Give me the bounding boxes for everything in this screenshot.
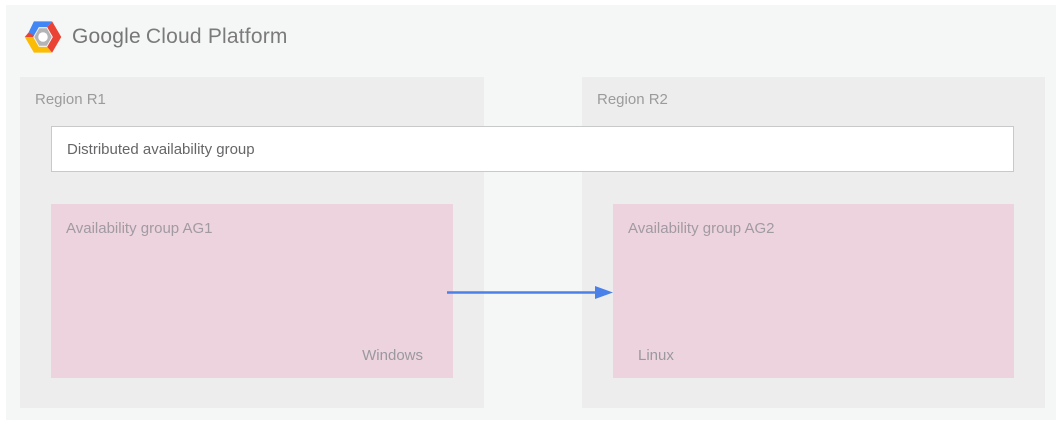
replication-arrow-icon	[447, 286, 613, 299]
region-r2-label: Region R2	[597, 91, 668, 108]
logo-brand-text: Google	[72, 25, 141, 48]
availability-group-ag2-box: Availability group AG2 Linux	[613, 204, 1014, 378]
ag1-os-label: Windows	[362, 347, 423, 364]
region-r1-label: Region R1	[35, 91, 106, 108]
availability-group-ag1-box: Availability group AG1 Windows	[51, 204, 453, 378]
distributed-availability-group-label: Distributed availability group	[67, 140, 255, 158]
availability-group-ag1-label: Availability group AG1	[66, 220, 213, 237]
logo-product-text: Cloud Platform	[145, 25, 288, 48]
distributed-availability-group-box: Distributed availability group	[51, 126, 1014, 172]
gcp-logo-icon	[24, 21, 62, 53]
availability-group-ag2-label: Availability group AG2	[628, 220, 775, 237]
ag2-os-label: Linux	[638, 347, 674, 364]
